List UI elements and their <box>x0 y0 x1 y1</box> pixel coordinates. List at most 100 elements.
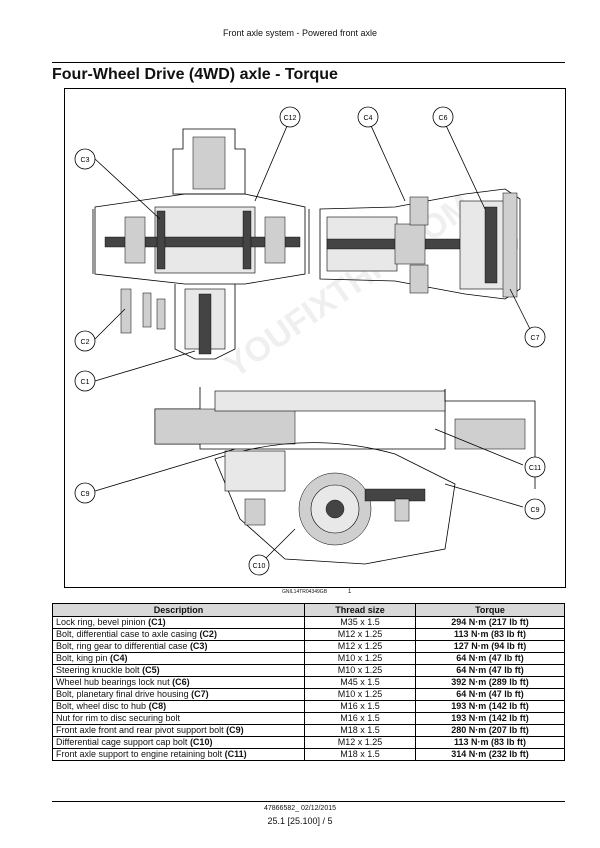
callout-code: (C3) <box>189 641 208 651</box>
callout-c9-left: C9 <box>74 448 236 504</box>
header-rule <box>52 62 565 63</box>
row-description: Bolt, planetary final drive housing (C7) <box>52 688 305 701</box>
svg-text:C9: C9 <box>531 507 540 514</box>
row-thread-size: M12 x 1.25 <box>304 736 416 749</box>
row-thread-size: M45 x 1.5 <box>304 676 416 689</box>
table-row: Bolt, differential case to axle casing (… <box>52 628 565 641</box>
svg-text:C9: C9 <box>81 491 90 498</box>
row-description: Bolt, wheel disc to hub (C8) <box>52 700 305 713</box>
page-title: Four-Wheel Drive (4WD) axle - Torque <box>52 66 338 83</box>
description-text: Steering knuckle bolt <box>56 665 140 675</box>
callout-code: (C10) <box>189 737 213 747</box>
row-description: Wheel hub bearings lock nut (C6) <box>52 676 305 689</box>
svg-text:C2: C2 <box>81 339 90 346</box>
callout-code: (C6) <box>172 677 190 687</box>
torque-diagram: YOUFIXTHIS.COM <box>64 88 566 588</box>
row-torque: 64 N·m (47 lb ft) <box>415 688 565 701</box>
description-text: Wheel hub bearings lock nut <box>56 677 170 687</box>
description-text: Nut for rim to disc securing bolt <box>56 713 181 723</box>
row-torque: 127 N·m (94 lb ft) <box>415 640 565 653</box>
row-thread-size: M10 x 1.25 <box>304 652 416 665</box>
callout-c11: C11 <box>434 428 546 478</box>
svg-text:C6: C6 <box>439 115 448 122</box>
footer-rule <box>52 801 565 802</box>
row-description: Differential cage support cap bolt (C10) <box>52 736 305 749</box>
row-description: Bolt, king pin (C4) <box>52 652 305 665</box>
col-description: Description <box>52 603 305 617</box>
row-thread-size: M12 x 1.25 <box>304 640 416 653</box>
differential-section-view <box>92 128 310 360</box>
callout-c3: C3 <box>74 148 161 220</box>
callout-c1: C1 <box>74 350 196 392</box>
description-text: Bolt, planetary final drive housing <box>56 689 189 699</box>
callout-code: (C7) <box>191 689 209 699</box>
description-text: Bolt, ring gear to differential case <box>56 641 188 651</box>
callout-code: (C11) <box>224 749 247 759</box>
svg-text:C1: C1 <box>81 379 90 386</box>
description-text: Front axle support to engine retaining b… <box>56 749 223 759</box>
row-description: Bolt, differential case to axle casing (… <box>52 628 305 641</box>
description-text: Lock ring, bevel pinion <box>56 617 146 627</box>
table-row: Front axle front and rear pivot support … <box>52 724 565 737</box>
row-thread-size: M12 x 1.25 <box>304 628 416 641</box>
row-description: Bolt, ring gear to differential case (C3… <box>52 640 305 653</box>
row-torque: 392 N·m (289 lb ft) <box>415 676 565 689</box>
running-header: Front axle system - Powered front axle <box>222 28 378 38</box>
row-description: Front axle support to engine retaining b… <box>52 748 305 761</box>
svg-text:C3: C3 <box>81 157 90 164</box>
watermark: YOUFIXTHIS.COM <box>218 186 480 385</box>
row-torque: 113 N·m (83 lb ft) <box>415 736 565 749</box>
description-text: Bolt, wheel disc to hub <box>56 701 147 711</box>
callout-code: (C8) <box>148 701 167 711</box>
row-thread-size: M35 x 1.5 <box>304 616 416 629</box>
axle-support-view <box>154 387 536 565</box>
callout-code: (C2) <box>199 629 217 639</box>
row-thread-size: M16 x 1.5 <box>304 700 416 713</box>
callout-c10: C10 <box>248 528 296 576</box>
row-thread-size: M10 x 1.25 <box>304 688 416 701</box>
callout-code: (C4) <box>110 653 128 663</box>
row-description: Lock ring, bevel pinion (C1) <box>52 616 305 629</box>
svg-text:C7: C7 <box>531 335 540 342</box>
hub-section-view <box>319 188 521 300</box>
row-torque: 193 N·m (142 lb ft) <box>415 700 565 713</box>
callout-code: (C1) <box>148 617 166 627</box>
document-reference: 47866582_ 02/12/2015 <box>263 805 337 812</box>
torque-table: Description Thread size Torque Lock ring… <box>52 603 565 761</box>
table-row: Bolt, planetary final drive housing (C7)… <box>52 688 565 701</box>
row-torque: 193 N·m (142 lb ft) <box>415 712 565 725</box>
callout-code: (C5) <box>142 665 160 675</box>
description-text: Bolt, differential case to axle casing <box>56 629 197 639</box>
callout-c7: C7 <box>509 288 546 348</box>
description-text: Front axle front and rear pivot support … <box>56 725 224 735</box>
row-torque: 280 N·m (207 lb ft) <box>415 724 565 737</box>
row-torque: 294 N·m (217 lb ft) <box>415 616 565 629</box>
page-number: 25.1 [25.100] / 5 <box>267 816 333 826</box>
svg-text:C10: C10 <box>253 563 266 570</box>
col-thread-size: Thread size <box>304 603 416 617</box>
col-torque: Torque <box>415 603 565 617</box>
axle-illustration: YOUFIXTHIS.COM <box>74 106 546 576</box>
row-description: Front axle front and rear pivot support … <box>52 724 305 737</box>
callout-c2: C2 <box>74 308 126 352</box>
figure-id: GNIL14TR04349GB <box>282 589 328 595</box>
row-torque: 113 N·m (83 lb ft) <box>415 628 565 641</box>
table-header-row: Description Thread size Torque <box>52 603 565 617</box>
svg-text:C11: C11 <box>529 465 541 472</box>
table-row: Wheel hub bearings lock nut (C6)M45 x 1.… <box>52 676 565 689</box>
row-torque: 64 N·m (47 lb ft) <box>415 652 565 665</box>
callout-c12: C12 <box>254 106 301 202</box>
description-text: Differential cage support cap bolt <box>56 737 188 747</box>
callout-code: (C9) <box>226 725 244 735</box>
table-row: Differential cage support cap bolt (C10)… <box>52 736 565 749</box>
callout-c9-right: C9 <box>444 483 546 520</box>
figure-number: 1 <box>348 589 352 595</box>
row-thread-size: M18 x 1.5 <box>304 724 416 737</box>
table-row: Front axle support to engine retaining b… <box>52 748 565 761</box>
